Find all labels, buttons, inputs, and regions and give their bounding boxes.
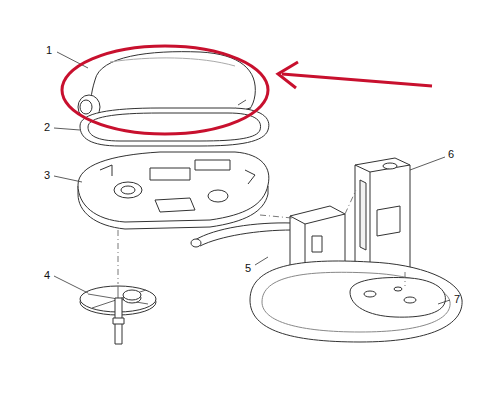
callout-number: 3: [44, 169, 50, 181]
leader-line: [255, 257, 268, 265]
assembly-line: [118, 230, 119, 284]
base-plate: [78, 152, 269, 229]
assembly-line: [345, 190, 356, 214]
callout-number: 6: [448, 148, 454, 160]
leader-lines: [54, 52, 450, 304]
pedestal-column: [355, 158, 410, 275]
highlight-arrow: [282, 74, 432, 86]
assembly-line: [405, 272, 406, 286]
highlight-arrowhead: [278, 62, 298, 88]
highlight-ellipse: [62, 46, 268, 134]
leader-line: [54, 276, 88, 293]
assembly-lines: [118, 190, 405, 286]
highlight: [62, 46, 432, 134]
callout-number: 5: [245, 262, 251, 274]
leader-line: [438, 300, 450, 304]
assembly-line: [260, 215, 292, 218]
callout-number: 2: [44, 121, 50, 133]
gear-plate: [80, 286, 156, 344]
leader-line: [410, 157, 445, 170]
callout-number: 4: [44, 269, 50, 281]
leader-line: [54, 176, 82, 182]
leader-line: [57, 52, 88, 68]
callout-number: 7: [454, 293, 460, 305]
callout-number: 1: [46, 44, 52, 56]
leader-line: [54, 128, 80, 130]
stand-base: [250, 261, 462, 342]
